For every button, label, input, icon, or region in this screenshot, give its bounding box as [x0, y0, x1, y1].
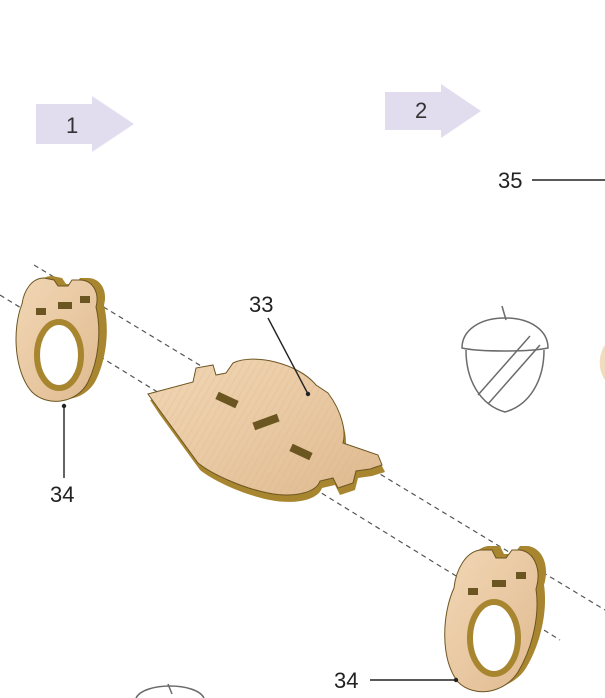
callout-34-bottom: 34 [334, 668, 359, 693]
part-33 [147, 358, 385, 502]
leader-33-dot [305, 391, 311, 397]
part-34-left-slot-c [80, 296, 90, 303]
part-33-grain [148, 359, 382, 495]
callout-35: 35 [498, 168, 523, 193]
part-34-left [15, 276, 107, 402]
part-33-slot-b [252, 413, 280, 431]
step-1-label: 1 [66, 113, 79, 138]
part-34-right-slot-c [516, 572, 526, 579]
part-34-right [444, 546, 547, 693]
callout-35-leader [532, 179, 605, 181]
step-2-label: 2 [415, 98, 428, 123]
leader-lines [63, 317, 456, 681]
part-33-slot-a [215, 391, 239, 409]
part-34-left-slot-b [58, 302, 72, 309]
acorn-icon-split-b [487, 344, 541, 405]
acorn-icon-cap [461, 317, 549, 352]
partial-shape-right [599, 345, 605, 380]
leader-34-bottom-dot [453, 677, 459, 683]
part-34-right-slot-a [468, 588, 478, 595]
part-34-right-slot-b [492, 580, 506, 587]
acorn-icon-partial-cap [135, 685, 205, 698]
leader-33 [267, 317, 309, 395]
leader-34-left-dot [61, 403, 67, 409]
part-34-left-slot-a [36, 308, 46, 315]
part-34-left-hole [34, 319, 84, 391]
part-33-slot-c [289, 443, 313, 461]
acorn-icon-split-a [477, 335, 531, 396]
callout-33: 33 [249, 292, 274, 317]
step-1-arrow [36, 96, 134, 152]
acorn-icon-partial [135, 683, 205, 698]
step-1-arrow-shape [36, 96, 134, 152]
acorn-icon [461, 305, 549, 413]
step-2-arrow [385, 84, 481, 138]
step-2-arrow-shape [385, 84, 481, 138]
callout-34-left: 34 [50, 482, 75, 507]
acorn-icon-body [465, 349, 545, 413]
part-34-right-hole [467, 599, 521, 677]
